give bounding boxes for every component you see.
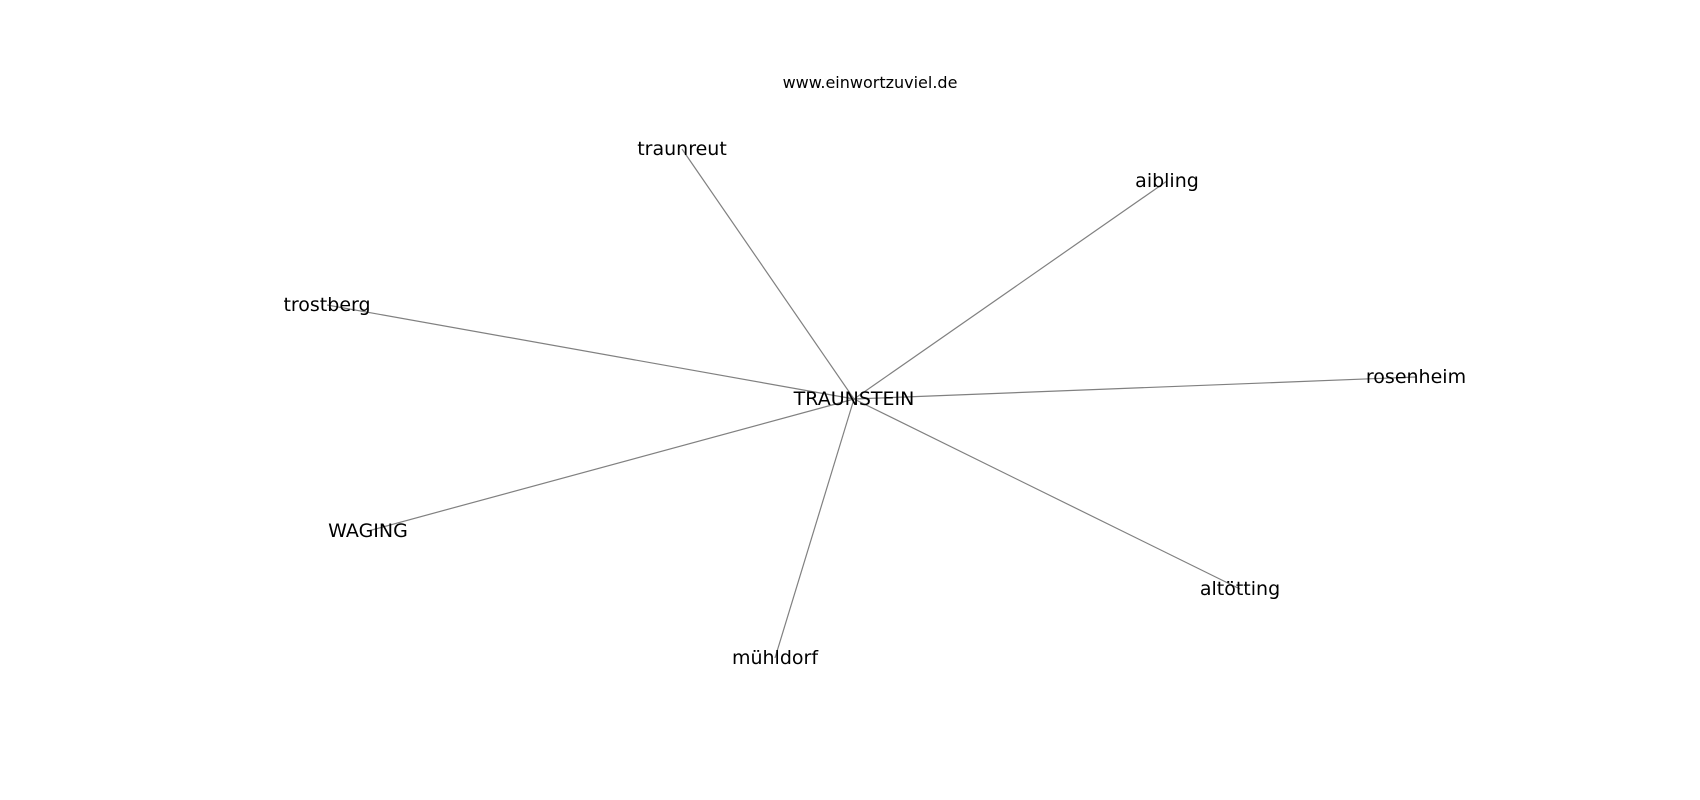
node-label-altotting: altötting (1200, 578, 1280, 600)
edges-group (326, 148, 1417, 659)
node-label-waging: WAGING (328, 520, 408, 542)
node-label-rosenheim: rosenheim (1366, 366, 1466, 388)
edge-center-trostberg (326, 304, 855, 400)
node-label-aibling: aibling (1135, 170, 1199, 192)
node-label-center: TRAUNSTEIN (793, 388, 915, 410)
edge-center-waging (367, 398, 855, 532)
node-label-trostberg: trostberg (283, 294, 370, 316)
labels-group: TRAUNSTEIN traunreut aibling trostberg rosen… (283, 138, 1466, 669)
edge-center-rosenheim (853, 376, 1417, 400)
site-header: www.einwortzuviel.de (783, 73, 958, 92)
edge-center-aibling (853, 180, 1168, 400)
node-label-traunreut: traunreut (637, 138, 727, 160)
edge-center-muhldorf (774, 398, 855, 659)
edge-center-traunreut (681, 148, 855, 400)
node-label-muhldorf: mühldorf (732, 647, 819, 669)
edge-center-altotting (853, 398, 1241, 590)
